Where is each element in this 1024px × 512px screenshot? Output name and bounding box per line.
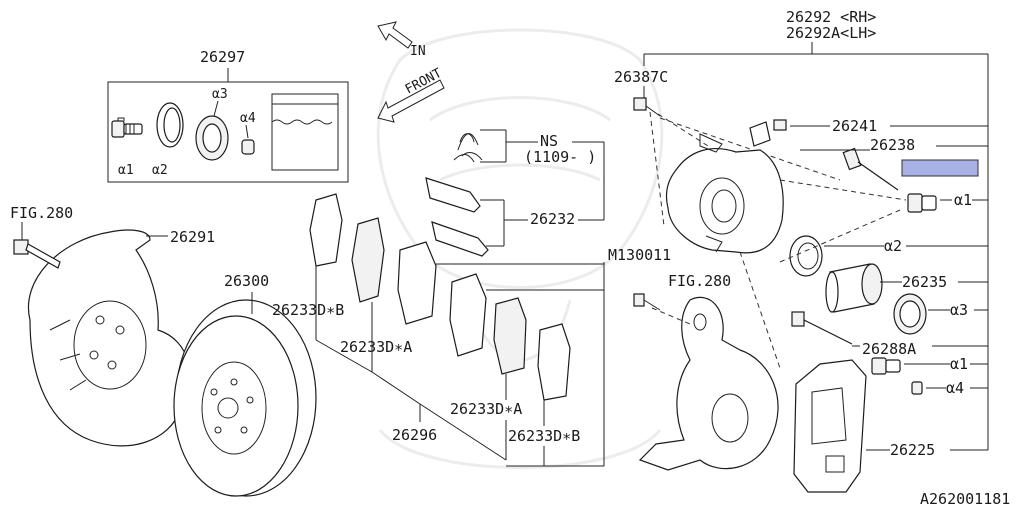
caliper-bracket-26225[interactable] [793,359,867,493]
label-26288A: 26288A [862,340,916,358]
leader-lines-m130011 [436,262,605,291]
label-26233DB-lower: 26233D∗B [508,427,580,445]
kit-26297[interactable]: 26297 α1 α2 α3 α4 [107,48,349,183]
bleeder-screw-26241[interactable] [749,119,787,147]
grease-packet-icon [271,93,339,171]
bolt-26387C-upper[interactable] [633,97,661,117]
label-fig280-left: FIG.280 [10,204,73,222]
leader-lines-26232 [480,199,604,247]
label-26238: 26238 [870,136,915,154]
highlight-box[interactable] [901,159,979,177]
piston-boot-a3[interactable] [893,293,927,335]
bolt-fig280-left[interactable] [13,239,61,269]
label-26291: 26291 [170,228,215,246]
cap-a4[interactable] [911,381,923,395]
label-26225: 26225 [890,441,935,459]
steering-knuckle[interactable] [638,296,779,471]
label-26233DA-upper: 26233D∗A [340,338,412,356]
direction-in-arrow: IN [377,21,426,59]
label-26387C: 26387C [614,68,668,86]
pad-group[interactable] [309,193,571,401]
label-26296: 26296 [392,426,437,444]
kit-part-a3-icon [195,115,229,161]
boot-a1-bottom[interactable] [871,357,901,375]
bolt-26387C-lower[interactable] [633,293,661,311]
direction-front-arrow: FRONT [377,66,445,123]
diagram-id: A262001181 [920,490,1010,508]
kit-label-a3: α3 [212,87,228,102]
label-a2: α2 [884,237,902,255]
label-26241: 26241 [832,117,877,135]
rotor-26300[interactable] [173,299,317,497]
guide-pin-26238[interactable] [842,147,899,191]
piston-26235[interactable] [825,263,883,313]
label-26233DA-lower: 26233D∗A [450,400,522,418]
label-caliper-lh: 26292A<LH> [786,24,876,42]
kit-label-a2: α2 [152,163,168,178]
label-26235: 26235 [902,273,947,291]
label-fig280-mid: FIG.280 [668,272,731,290]
kit-label-a4: α4 [240,111,256,126]
label-a1-bottom: α1 [950,355,968,373]
label-m130011: M130011 [608,246,671,264]
kit-label-a1: α1 [118,163,134,178]
caliper-body[interactable] [665,133,784,254]
piston-seal-a2[interactable] [789,235,823,277]
guide-pin-26288A[interactable] [791,311,853,345]
label-ns: NS [540,132,558,150]
label-26232: 26232 [530,210,575,228]
kit-part-a4-icon [241,139,255,155]
label-in: IN [410,44,426,59]
label-a1-top: α1 [954,191,972,209]
label-front: FRONT [403,66,445,98]
label-a4: α4 [946,379,964,397]
leader-lines-ns [480,129,605,220]
label-a3: α3 [950,301,968,319]
label-caliper-rh: 26292 <RH> [786,8,876,26]
leader-lines-caliper [643,42,989,450]
shims-26232[interactable] [425,133,489,257]
label-26300: 26300 [224,272,269,290]
kit-part-a1-icon [111,117,143,138]
kit-part-a2-icon [156,102,184,148]
boot-a1-top[interactable] [907,193,937,213]
label-26233DB-upper: 26233D∗B [272,301,344,319]
leader-lines-pads [315,262,605,467]
label-ns-date: (1109- ) [524,148,596,166]
label-26297: 26297 [200,48,245,66]
dust-shield-26291[interactable] [27,229,191,447]
